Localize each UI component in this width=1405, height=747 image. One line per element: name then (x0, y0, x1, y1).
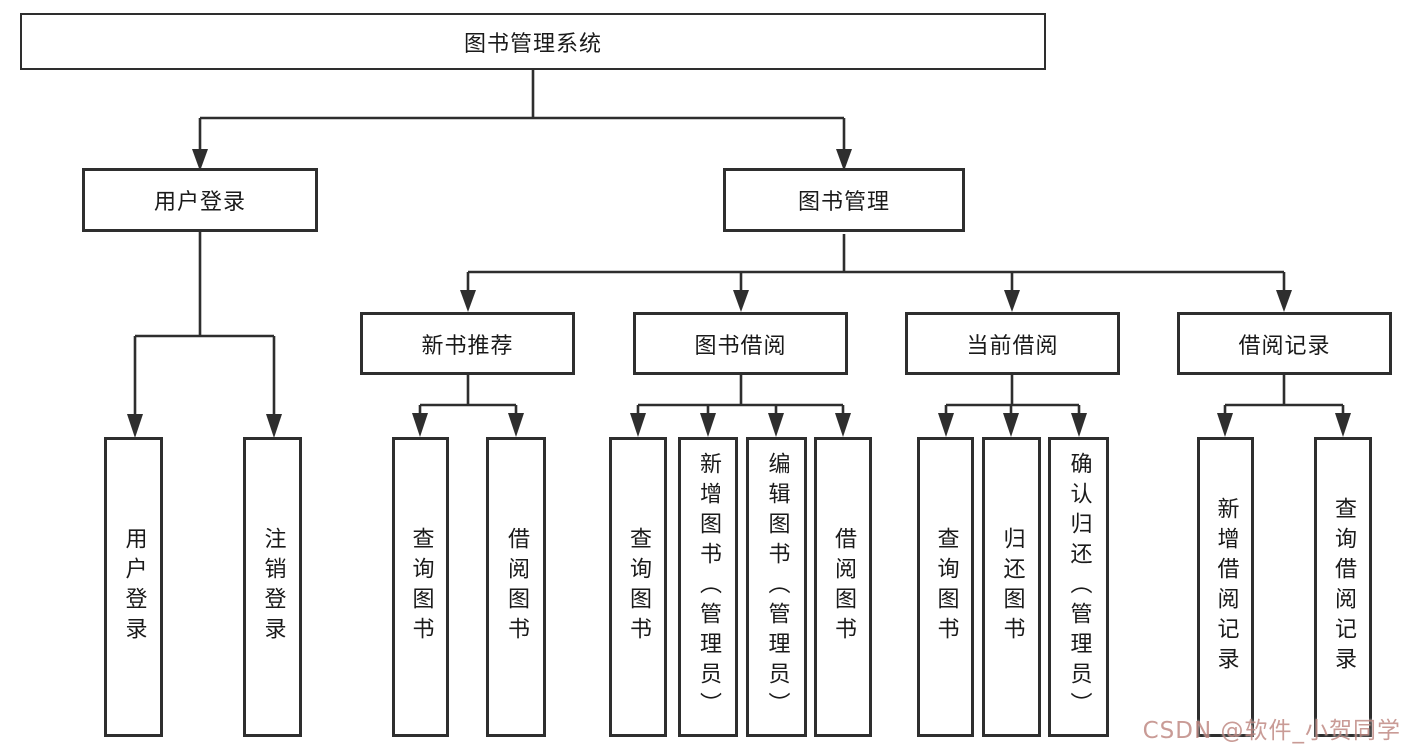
node-label: 归还图书 (999, 527, 1025, 647)
leaf-query-books-current: 查询图书 (917, 437, 974, 737)
node-label: 新书推荐 (421, 333, 514, 359)
node-label: 当前借阅 (966, 333, 1059, 359)
leaf-edit-books-admin: 编辑图书（管理员） (746, 437, 807, 737)
leaf-add-borrow-record: 新增借阅记录 (1197, 437, 1254, 737)
node-label: 查询图书 (408, 527, 434, 647)
leaf-add-books-admin: 新增图书（管理员） (678, 437, 738, 737)
node-label: 确认归还（管理员） (1066, 452, 1092, 722)
node-label: 新增借阅记录 (1213, 497, 1239, 677)
leaf-query-borrow-record: 查询借阅记录 (1314, 437, 1372, 737)
leaf-query-books-recommend: 查询图书 (392, 437, 449, 737)
leaf-user-login: 用户登录 (104, 437, 163, 737)
node-library-management-system: 图书管理系统 (20, 13, 1046, 70)
csdn-watermark: CSDN @软件_小贺同学 (1142, 718, 1401, 744)
node-label: 借阅图书 (831, 527, 856, 647)
node-new-book-recommend: 新书推荐 (360, 312, 575, 375)
node-book-management: 图书管理 (723, 168, 965, 232)
node-label: 借阅记录 (1238, 333, 1331, 359)
node-label: 图书管理系统 (463, 31, 602, 57)
leaf-confirm-return-admin: 确认归还（管理员） (1048, 437, 1109, 737)
node-book-borrowing: 图书借阅 (633, 312, 848, 375)
node-label: 编辑图书（管理员） (764, 452, 790, 722)
node-label: 借阅图书 (504, 527, 529, 647)
node-label: 查询借阅记录 (1331, 497, 1356, 677)
node-label: 图书管理 (797, 190, 890, 215)
node-borrow-records: 借阅记录 (1177, 312, 1392, 375)
node-label: 查询图书 (933, 527, 959, 647)
leaf-return-books: 归还图书 (982, 437, 1041, 737)
leaf-query-books-borrowing: 查询图书 (609, 437, 667, 737)
node-label: 图书借阅 (694, 333, 787, 359)
node-label: 用户登录 (153, 190, 246, 215)
node-label: 用户登录 (121, 527, 147, 647)
node-user-login: 用户登录 (82, 168, 318, 232)
leaf-logout: 注销登录 (243, 437, 302, 737)
leaf-borrow-books-recommend: 借阅图书 (486, 437, 546, 737)
leaf-borrow-books: 借阅图书 (814, 437, 872, 737)
node-label: 注销登录 (260, 527, 286, 647)
node-label: 新增图书（管理员） (696, 452, 721, 722)
node-current-borrowing: 当前借阅 (905, 312, 1120, 375)
node-label: 查询图书 (626, 527, 651, 647)
